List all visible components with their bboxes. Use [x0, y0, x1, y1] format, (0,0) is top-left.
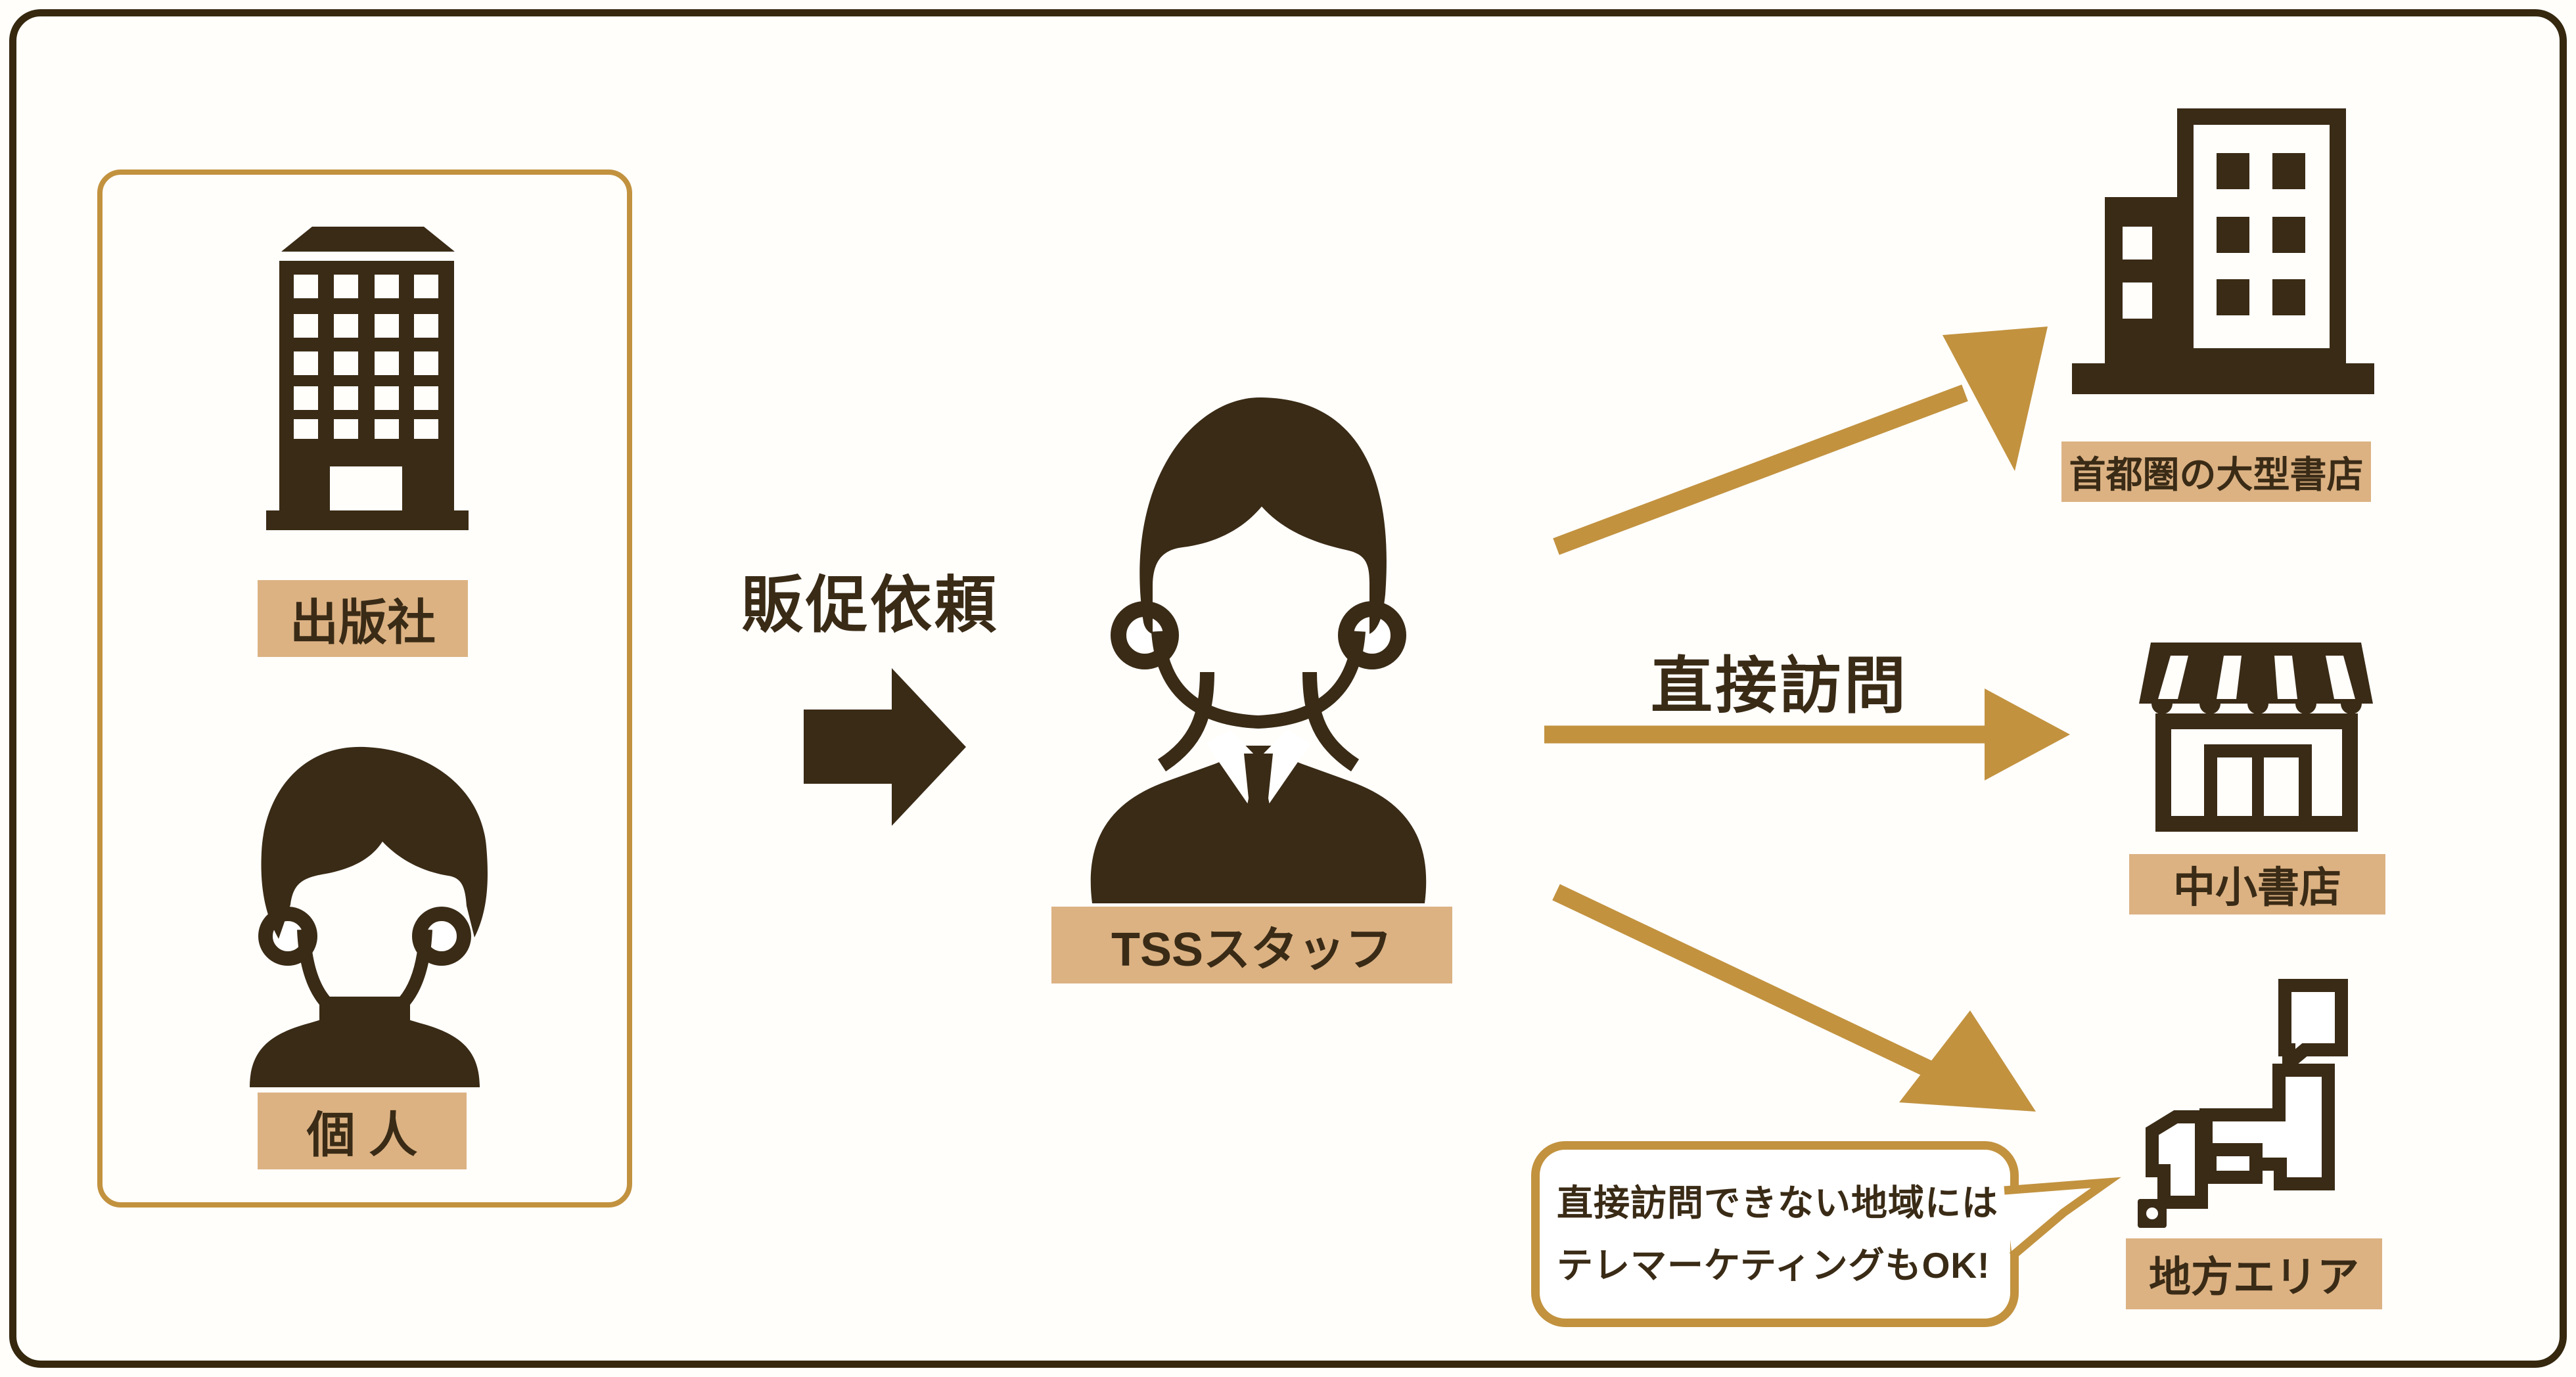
speech-bubble-tail [2004, 1177, 2121, 1259]
metro-bookstore-label: 首都圏の大型書店 [2061, 441, 2371, 502]
arrow-to-regional-area-icon [1552, 884, 2036, 1112]
request-heading: 販促依頼 [741, 570, 1000, 639]
businessman-icon [1090, 397, 1427, 903]
source-group-box [97, 169, 632, 1208]
visit-heading: 直接訪問 [1651, 651, 1909, 720]
speech-bubble-line2: テレマーケティングもOK! [1557, 1244, 1990, 1286]
small-bookstore-label: 中小書店 [2129, 854, 2385, 914]
speech-bubble-line1: 直接訪問できない地域には [1557, 1182, 1999, 1223]
office-building-icon [266, 227, 469, 530]
arrow-to-metro-bookstore-icon [1553, 327, 2048, 555]
arrow-to-small-bookstore-icon [1544, 688, 2070, 780]
city-buildings-icon [2072, 108, 2374, 394]
speech-bubble: 直接訪問できない地域には テレマーケティングもOK! [1531, 1141, 2019, 1327]
regional-area-label: 地方エリア [2126, 1238, 2382, 1309]
storefront-icon [2139, 643, 2373, 832]
publisher-label: 出版社 [258, 580, 468, 657]
staff-label: TSSスタッフ [1051, 907, 1452, 983]
right-block-arrow-icon [804, 668, 966, 826]
person-icon [250, 746, 488, 1087]
japan-map-icon [2138, 979, 2348, 1228]
individual-label: 個 人 [258, 1093, 467, 1169]
